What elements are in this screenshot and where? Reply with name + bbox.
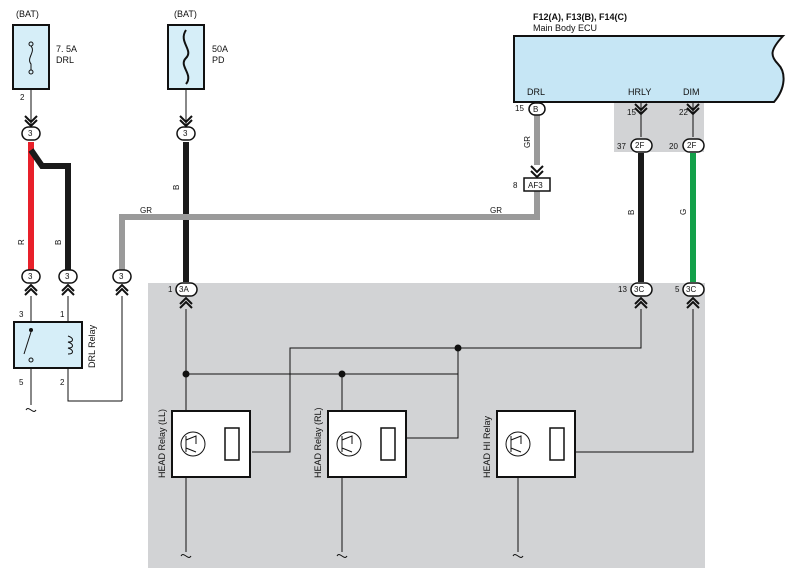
svg-text:3C: 3C [686,285,696,294]
connector-3-drl-top: 3 [21,126,41,141]
wire-label-gr2: GR [490,206,502,215]
svg-text:3: 3 [119,272,124,281]
connector-chevrons [24,103,700,179]
ecu-pin-b-label: B [533,105,538,114]
head-relay-rl: HEAD Relay (RL) [313,407,407,478]
connector-3-r-bottom: 3 [21,269,41,284]
svg-text:3: 3 [65,272,70,281]
ecu-pin-dim-label: DIM [683,87,700,97]
wire-black-branch [28,148,71,270]
continuation-marks [180,554,524,558]
svg-text:3C: 3C [634,285,644,294]
wire-label-b2: B [172,185,181,190]
wire-label-b3: B [627,210,636,215]
connector-af3: 8 AF3 [513,177,551,192]
svg-text:3: 3 [28,129,33,138]
connector-3-pd-top: 3 [176,126,196,141]
wire-label-gr1: GR [140,206,152,215]
svg-text:1: 1 [168,285,173,294]
connector-3-gr-bottom: 3 [112,269,132,284]
svg-text:8: 8 [513,181,518,190]
connector-2f-dim: 20 2F [669,138,705,153]
svg-text:3: 3 [183,129,188,138]
ecu-pin-drl-label: DRL [527,87,545,97]
svg-text:2: 2 [60,378,65,387]
wire-label-gr3: GR [523,136,532,148]
svg-text:AF3: AF3 [528,181,543,190]
svg-text:37: 37 [617,142,626,151]
ecu-connectors: F12(A), F13(B), F14(C) [533,12,627,22]
svg-text:13: 13 [618,285,627,294]
wire-label-r: R [17,239,26,245]
svg-text:3: 3 [19,310,24,319]
connector-3a: 1 3A [168,282,198,297]
fuse-pd: (BAT) 50A PD [167,9,228,90]
svg-text:5: 5 [19,378,24,387]
drl-relay-label: DRL Relay [87,324,97,368]
connector-2f-hrly: 37 2F [617,138,653,153]
fuse-pd-rating: 50A [212,44,228,54]
fuse-drl-source: (BAT) [16,9,39,19]
svg-text:2F: 2F [635,141,644,150]
drl-relay: 3 1 5 2 DRL Relay [13,296,123,412]
connector-3c-hrly: 13 3C [618,282,653,297]
svg-text:3A: 3A [179,285,189,294]
fuse-pd-name: PD [212,55,225,65]
ecu-pin-drl-num: 15 [515,104,524,113]
svg-text:2F: 2F [687,141,696,150]
ecu-pin-b: B [528,102,546,116]
wire-label-b1: B [54,240,63,245]
ecu-pin-hrly-label: HRLY [628,87,651,97]
wire-label-g: G [679,209,688,215]
ecu-pin-hrly-num: 15 [627,108,636,117]
ecu-name: Main Body ECU [533,23,597,33]
fuse-drl-rating: 7. 5A [56,44,77,54]
connector-up-chevrons [24,283,700,309]
head-hi-relay: HEAD HI Relay [482,410,576,478]
connector-3-b-bottom: 3 [58,269,78,284]
head-relay-ll: HEAD Relay (LL) [157,409,251,478]
wire-grey-horizontal [119,191,540,270]
connector-3c-dim: 5 3C [675,282,705,297]
svg-text:1: 1 [60,310,65,319]
main-body-ecu: F12(A), F13(B), F14(C) Main Body ECU DRL… [513,12,786,117]
head-relay-rl-label: HEAD Relay (RL) [313,407,323,478]
head-hi-relay-label: HEAD HI Relay [482,415,492,478]
fuse-drl: (BAT) 7. 5A DRL 2 [12,9,77,102]
svg-text:3: 3 [28,272,33,281]
head-relay-ll-label: HEAD Relay (LL) [157,409,167,478]
svg-text:5: 5 [675,285,680,294]
fuse-pd-source: (BAT) [174,9,197,19]
svg-text:20: 20 [669,142,678,151]
ecu-pin-dim-num: 22 [679,108,688,117]
fuse-drl-name: DRL [56,55,74,65]
fuse-drl-pin: 2 [20,93,25,102]
